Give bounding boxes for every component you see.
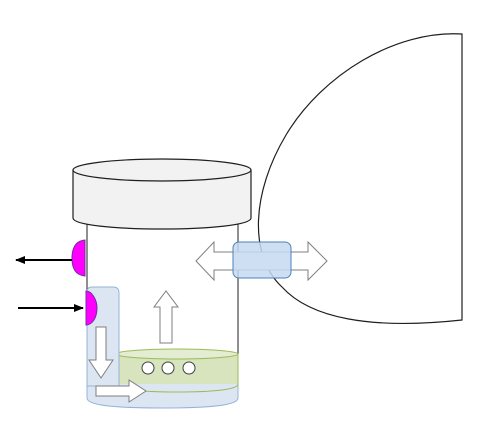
- bottom-flow-arrow: [95, 379, 147, 403]
- down-flow-arrow: [88, 326, 114, 379]
- outlet-port: [71, 239, 86, 277]
- bubble: [161, 361, 175, 375]
- inlet-port: [85, 290, 98, 326]
- external-chamber: [257, 33, 463, 325]
- side-connector: [232, 241, 292, 279]
- bubble: [182, 361, 196, 375]
- bubbles: [141, 361, 196, 375]
- up-flow-arrow: [153, 290, 179, 344]
- lid: [72, 158, 252, 230]
- bubble: [141, 361, 155, 375]
